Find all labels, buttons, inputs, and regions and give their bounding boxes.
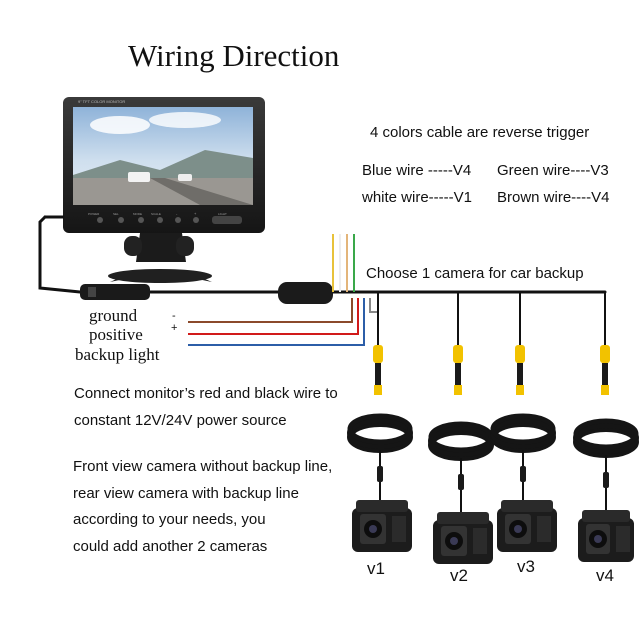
monitor-stand-knob (124, 236, 142, 256)
camera-note-line-3: according to your needs, you (73, 511, 266, 528)
ground-label: ground (89, 306, 138, 325)
monitor-brand-text: 9" TFT COLOR MONITOR (78, 99, 126, 104)
camera-v2 (433, 512, 493, 564)
cable-coil-v2 (428, 421, 494, 461)
monitor-button-label-mode: MODE (133, 212, 142, 216)
hills-shape (73, 150, 253, 180)
monitor-buttons (97, 216, 242, 224)
camera-v1 (352, 500, 412, 552)
camera-note-line-2: rear view camera with backup line (73, 485, 299, 502)
monitor-connector (80, 284, 150, 300)
trigger-note: 4 colors cable are reverse trigger (370, 124, 590, 141)
positive-label: positive (89, 325, 143, 344)
monitor-button-label-minus: - (176, 211, 178, 216)
green-wire-label: Green wire----V3 (497, 162, 609, 179)
page-title: Wiring Direction (128, 38, 340, 73)
monitor-button-label-plus: + (194, 211, 197, 216)
main-cable (38, 215, 607, 294)
trigger-wires (332, 234, 355, 292)
junction-box (278, 282, 333, 304)
power-note-line-2: constant 12V/24V power source (74, 412, 287, 429)
monitor-stand-knob (176, 236, 194, 256)
camera-cable-connectors (377, 466, 609, 490)
cloud-shape (90, 116, 150, 134)
camera-drops (377, 292, 606, 348)
camera-v4 (578, 510, 634, 562)
monitor-button-label-scale: SCALE (151, 212, 161, 216)
camera-label-v4: v4 (596, 566, 614, 585)
white-wire-label: white wire-----V1 (362, 189, 473, 206)
camera-label-v3: v3 (517, 557, 535, 576)
monitor-stand (136, 233, 186, 262)
positive-wire (188, 298, 359, 335)
cable-coils (347, 413, 639, 461)
connector-ring (88, 287, 96, 297)
ground-wire (188, 298, 353, 323)
monitor (63, 97, 265, 283)
cable-coil-v3 (490, 413, 556, 453)
car-shape (128, 172, 150, 182)
rca-plugs (373, 345, 610, 395)
camera-label-v2: v2 (450, 566, 468, 585)
monitor-button-label-sel: SEL (113, 212, 119, 216)
backup-light-wire (188, 298, 365, 346)
backup-light-label: backup light (75, 345, 160, 364)
road-lane-shape (150, 178, 253, 205)
cable-coil-v4 (573, 418, 639, 458)
blue-wire-label: Blue wire -----V4 (362, 162, 472, 179)
camera-choice-label: Choose 1 camera for car backup (366, 265, 584, 282)
brown-wire-label: Brown wire----V4 (497, 189, 610, 206)
camera-v3 (497, 500, 557, 552)
power-wires (188, 298, 379, 348)
monitor-base-foot (108, 269, 212, 283)
positive-mark: + (171, 322, 178, 334)
power-note-line-1: Connect monitor’s red and black wire to (74, 385, 338, 402)
ground-mark: - (172, 310, 176, 322)
camera-wire-v1 (369, 298, 379, 348)
monitor-button-label-light: LIGHT (218, 212, 227, 216)
camera-note-line-1: Front view camera without backup line, (73, 458, 333, 475)
car-shape (178, 174, 192, 181)
cable-coil-v1 (347, 413, 413, 453)
camera-note-line-4: could add another 2 cameras (73, 538, 268, 555)
coil-to-camera-cables (379, 450, 607, 512)
camera-label-v1: v1 (367, 559, 385, 578)
monitor-button-label-power: POWER (88, 212, 100, 216)
cloud-shape (149, 112, 221, 128)
